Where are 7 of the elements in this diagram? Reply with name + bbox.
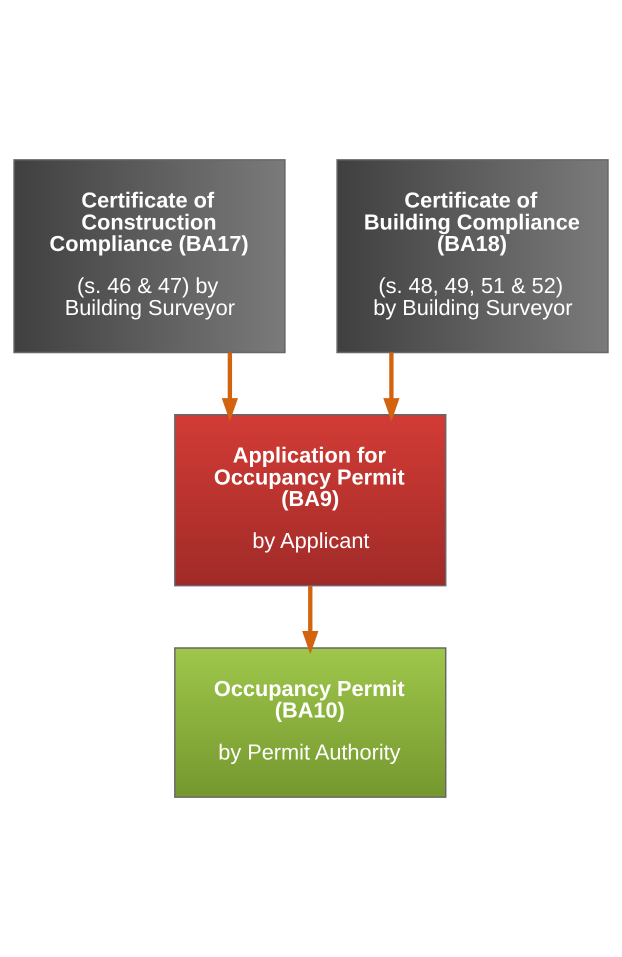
node-box: Application for Occupancy Permit (BA9) by Applicant [174, 414, 446, 586]
arrow [222, 352, 238, 422]
node-box: Certificate of Building Compliance (BA18) (s. 48, 49, 51 & 52) by Building Surveyor [336, 159, 609, 354]
arrow [383, 352, 400, 422]
node-box: Certificate of Construction Compliance (BA17) (s. 46 & 47) by Building Surveyor [13, 159, 286, 354]
node-box: Occupancy Permit (BA10) by Permit Authority [174, 647, 446, 798]
arrow [302, 586, 318, 654]
